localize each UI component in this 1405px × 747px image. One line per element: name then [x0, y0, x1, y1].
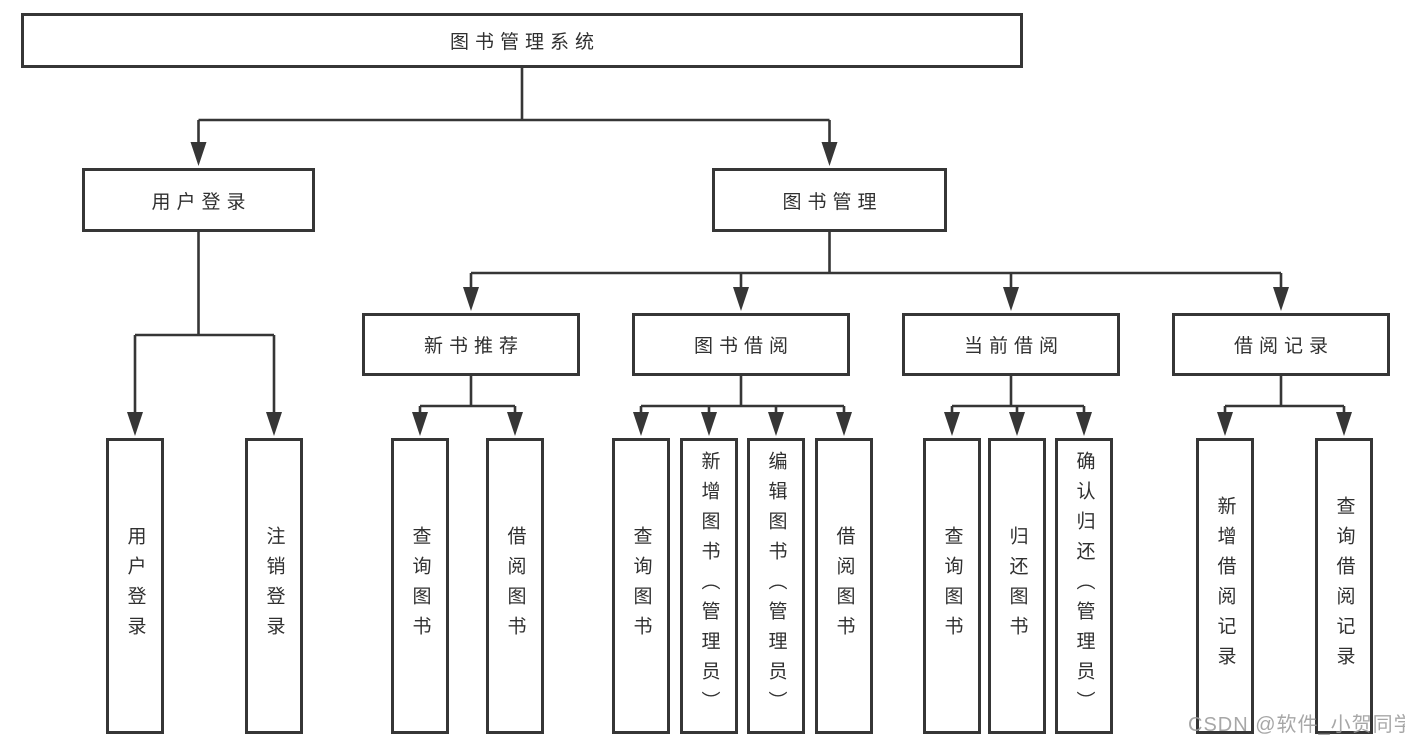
- leaf-borrow-books-2: 借阅图书: [815, 438, 873, 734]
- leaf-user-login: 用户登录: [106, 438, 164, 734]
- node-label: 查询图书: [409, 526, 431, 646]
- node-label: 新书推荐: [423, 336, 524, 357]
- node-label: 图书借阅: [693, 336, 794, 357]
- node-borrow-records: 借阅记录: [1172, 313, 1390, 376]
- leaf-confirm-return-admin: 确认归还（管理员）: [1055, 438, 1113, 734]
- leaf-query-books-recommend: 查询图书: [391, 438, 449, 734]
- node-current-borrow: 当前借阅: [902, 313, 1120, 376]
- node-label: 归还图书: [1006, 526, 1028, 646]
- leaf-return-book: 归还图书: [988, 438, 1046, 734]
- node-label: 图书管理系统: [449, 32, 600, 53]
- node-new-book-recommend: 新书推荐: [362, 313, 580, 376]
- node-user-login: 用户登录: [82, 168, 315, 232]
- leaf-query-borrow-record: 查询借阅记录: [1315, 438, 1373, 734]
- node-library-management-system: 图书管理系统: [21, 13, 1023, 68]
- leaf-add-borrow-record: 新增借阅记录: [1196, 438, 1254, 734]
- leaf-add-book-admin: 新增图书（管理员）: [680, 438, 738, 734]
- leaf-logout: 注销登录: [245, 438, 303, 734]
- node-book-borrow: 图书借阅: [632, 313, 850, 376]
- node-label: 确认归还（管理员）: [1073, 451, 1095, 721]
- node-label: 借阅图书: [504, 526, 526, 646]
- node-label: 图书管理: [782, 191, 883, 213]
- node-label: 新增借阅记录: [1214, 496, 1236, 676]
- arrowhead-icons: [127, 142, 1352, 436]
- node-label: 查询图书: [630, 526, 652, 646]
- node-label: 查询图书: [941, 526, 963, 646]
- node-label: 借阅图书: [833, 526, 855, 646]
- node-label: 注销登录: [263, 526, 285, 646]
- node-book-management: 图书管理: [712, 168, 947, 232]
- node-label: 编辑图书（管理员）: [765, 451, 787, 721]
- leaf-edit-book-admin: 编辑图书（管理员）: [747, 438, 805, 734]
- leaf-query-books-borrow: 查询图书: [612, 438, 670, 734]
- leaf-borrow-books-recommend: 借阅图书: [486, 438, 544, 734]
- node-label: 用户登录: [124, 526, 146, 646]
- node-label: 用户登录: [151, 191, 252, 213]
- node-label: 新增图书（管理员）: [698, 451, 720, 721]
- node-label: 查询借阅记录: [1333, 496, 1355, 676]
- node-label: 当前借阅: [963, 336, 1064, 357]
- watermark: CSDN @软件_小贺同学: [1188, 714, 1405, 736]
- leaf-query-books-current: 查询图书: [923, 438, 981, 734]
- node-label: 借阅记录: [1233, 336, 1334, 357]
